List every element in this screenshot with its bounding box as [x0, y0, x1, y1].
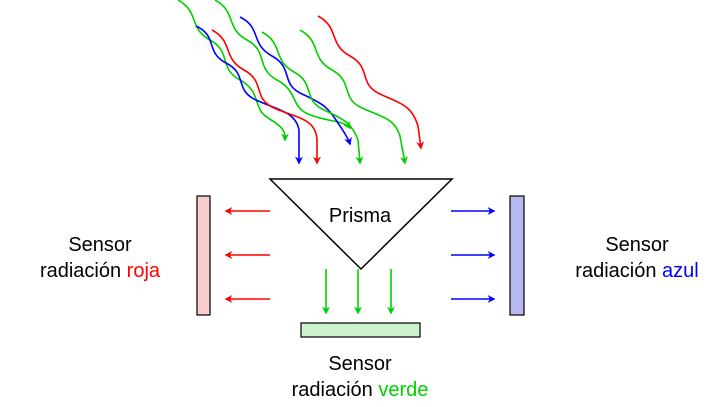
incoming-ray-7 — [299, 29, 408, 165]
incoming-ray-6 — [261, 31, 364, 165]
blue-sensor-label-line2: radiación azul — [554, 258, 720, 284]
incoming-ray-8 — [317, 15, 425, 150]
incoming-ray-4 — [214, 0, 351, 130]
blue-sensor-label-prefix: radiación — [575, 260, 662, 282]
green-sensor-label-line2: radiación verde — [265, 377, 455, 403]
prism-triangle — [268, 178, 454, 271]
red-sensor-label: Sensor radiación roja — [20, 232, 180, 284]
blue-sensor-label: Sensor radiación azul — [554, 232, 720, 284]
prism-label: Prisma — [328, 205, 392, 227]
blue-sensor-color-word: azul — [662, 260, 699, 282]
blue-sensor-label-line1: Sensor — [605, 234, 669, 256]
incoming-ray-5 — [239, 16, 352, 146]
red-sensor — [196, 195, 211, 316]
incoming-ray-2 — [195, 25, 303, 165]
red-sensor-label-line1: Sensor — [68, 234, 132, 256]
red-sensor-label-line2: radiación roja — [20, 258, 180, 284]
blue-sensor — [509, 195, 525, 316]
green-sensor-label-prefix: radiación — [291, 379, 379, 401]
incoming-ray-3 — [211, 29, 321, 165]
green-sensor-color-word: verde — [378, 379, 429, 401]
red-sensor-color-word: roja — [126, 260, 161, 282]
red-sensor-label-prefix: radiación — [39, 260, 127, 282]
green-sensor-label-line1: Sensor — [328, 353, 392, 375]
green-sensor-label: Sensor radiación verde — [265, 351, 455, 403]
green-sensor — [300, 322, 421, 338]
